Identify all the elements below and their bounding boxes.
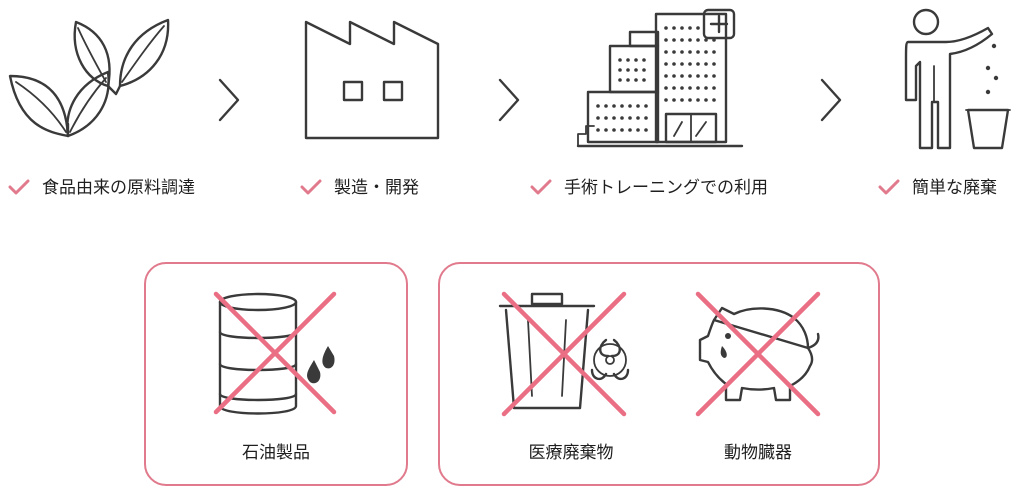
step-text: 製造・開発 (334, 178, 419, 198)
pig-icon (695, 291, 821, 417)
petroleum-label: 石油製品 (242, 443, 310, 463)
step-text: 手術トレーニングでの利用 (564, 178, 768, 198)
step-label-1: 食品由来の原料調達 (8, 178, 195, 198)
factory-icon (304, 20, 440, 140)
check-icon (8, 179, 30, 195)
trash-disposal-icon (904, 8, 1011, 150)
step-label-2: 製造・開発 (300, 178, 419, 198)
check-icon (878, 179, 900, 195)
animal-organs-label: 動物臓器 (724, 443, 792, 463)
panel-petroleum (144, 262, 408, 486)
oil-barrel-icon (213, 291, 337, 415)
chevron-right-icon (820, 78, 842, 122)
step-label-4: 簡単な廃棄 (878, 178, 997, 198)
hospital-icon (576, 8, 744, 148)
check-icon (300, 179, 322, 195)
step-text: 簡単な廃棄 (912, 178, 997, 198)
chevron-right-icon (498, 78, 520, 122)
leaves-icon (8, 18, 170, 138)
check-icon (530, 179, 552, 195)
step-text: 食品由来の原料調達 (42, 178, 195, 198)
panel-medical-animal (438, 262, 880, 486)
biohazard-bin-icon (498, 291, 630, 417)
step-label-3: 手術トレーニングでの利用 (530, 178, 768, 198)
chevron-right-icon (218, 78, 240, 122)
medical-waste-label: 医療廃棄物 (528, 443, 614, 463)
